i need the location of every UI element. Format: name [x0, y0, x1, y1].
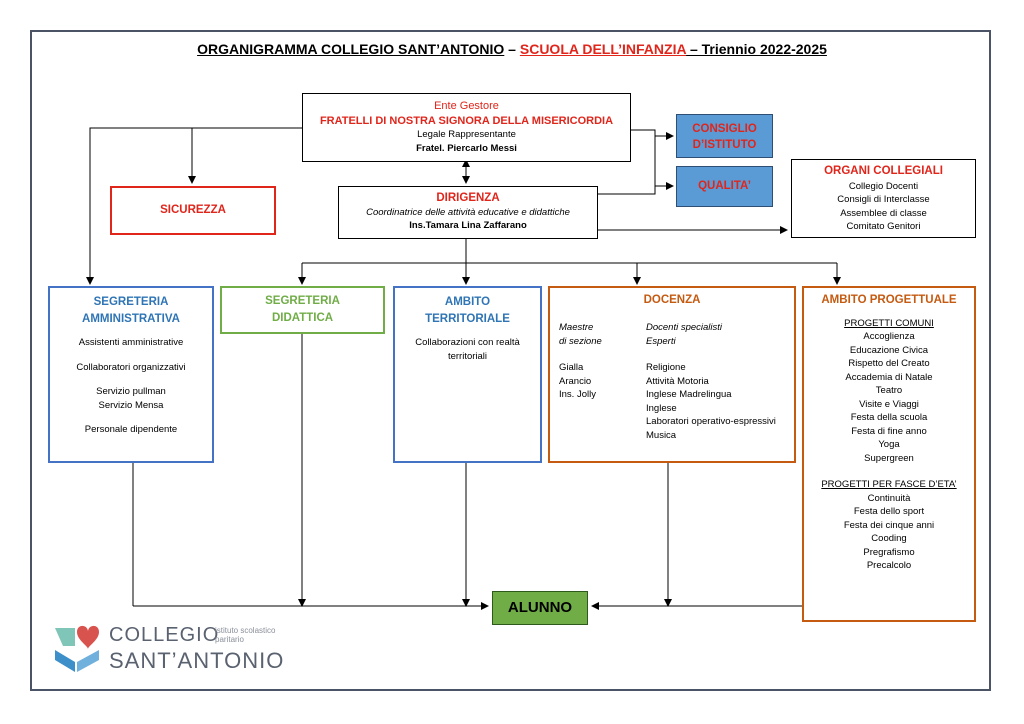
segr-did-title2: DIDATTICA	[271, 312, 334, 324]
ambito-progettuale-box: AMBITO PROGETTUALE PROGETTI COMUNI Accog…	[802, 286, 976, 622]
ambito-terr-text: Collaborazioni con realtà	[415, 337, 520, 348]
docenza-right-item: Religione	[646, 362, 686, 373]
segr-amm-item: Collaboratori organizzativi	[76, 361, 186, 373]
segr-amm-title2: AMMINISTRATIVA	[82, 313, 180, 325]
docenza-left-head: Maestre	[559, 322, 594, 333]
qualita-box: QUALITA’	[676, 166, 773, 207]
progetto-item: Accoglienza	[863, 331, 915, 342]
logo-tag1: istituto scolastico	[215, 626, 276, 635]
progetti-fasce-heading: PROGETTI PER FASCE D’ETA’	[821, 479, 957, 490]
progetto-item: Supergreen	[864, 452, 914, 464]
organi-item: Comitato Genitori	[846, 221, 921, 232]
progetto-fascia-item: Cooding	[871, 533, 907, 544]
collegio-logo: COLLEGIO SANT’ANTONIO istituto scolastic…	[55, 622, 295, 678]
organi-collegiali-box: ORGANI COLLEGIALI Collegio Docenti Consi…	[791, 159, 976, 238]
segreteria-didattica-box: SEGRETERIA DIDATTICA	[220, 286, 385, 334]
ente-label: Ente Gestore	[434, 100, 499, 112]
docenza-right-item: Musica	[646, 429, 677, 441]
logo-emblem-icon	[55, 625, 99, 672]
docenza-right-head: Esperti	[646, 335, 676, 347]
ente-role: Legale Rappresentante	[417, 129, 516, 140]
segr-amm-item: Servizio Mensa	[98, 399, 164, 411]
organi-item: Consigli di Interclasse	[837, 194, 930, 205]
dirigenza-box: DIRIGENZA Coordinatrice delle attività e…	[338, 186, 598, 239]
progetti-comuni-heading: PROGETTI COMUNI	[844, 317, 934, 329]
docenza-left-item: Ins. Jolly	[559, 389, 596, 400]
progetto-fascia-item: Pregrafismo	[863, 546, 915, 558]
docenza-right-col: Docenti specialisti Esperti Religione At…	[646, 321, 776, 442]
sicurezza-label: SICUREZZA	[160, 204, 226, 216]
docenza-right-item: Inglese	[646, 402, 677, 414]
docenza-right-item: Inglese Madrelingua	[646, 389, 732, 400]
progetto-item: Rispetto del Creato	[848, 358, 930, 369]
dirigenza-subtitle: Coordinatrice delle attività educative e…	[366, 206, 570, 218]
progettuale-title: AMBITO PROGETTUALE	[821, 294, 957, 306]
organi-title: ORGANI COLLEGIALI	[824, 165, 943, 177]
docenza-left-item: Gialla	[559, 362, 584, 373]
ente-person: Fratel. Piercarlo Messi	[416, 142, 517, 154]
dirigenza-person: Ins.Tamara Lina Zaffarano	[409, 220, 527, 231]
progetto-item: Festa di fine anno	[851, 425, 927, 437]
ambito-territoriale-box: AMBITO TERRITORIALE Collaborazioni con r…	[393, 286, 542, 463]
docenza-right-item: Laboratori operativo-espressivi	[646, 416, 776, 427]
consiglio-line2: D’ISTITUTO	[692, 139, 757, 151]
progetto-item: Educazione Civica	[849, 344, 929, 356]
organi-item: Assemblee di classe	[840, 207, 927, 219]
consiglio-istituto-box: CONSIGLIO D’ISTITUTO	[676, 114, 773, 158]
progetto-item: Visite e Viaggi	[859, 398, 919, 410]
docenza-right-item: Attività Motoria	[646, 375, 709, 387]
progetto-fascia-item: Festa dei cinque anni	[843, 519, 935, 531]
ambito-terr-title2: TERRITORIALE	[425, 313, 510, 325]
alunno-box: ALUNNO	[492, 591, 588, 625]
segr-amm-item: Assistenti amministrative	[78, 337, 184, 348]
ambito-terr-title1: AMBITO	[444, 296, 491, 308]
logo-word2: SANT’ANTONIO	[109, 648, 285, 673]
docenza-left-item: Arancio	[559, 375, 592, 387]
progetto-fascia-item: Precalcolo	[866, 560, 912, 571]
segr-amm-item: Servizio pullman	[96, 386, 166, 397]
segr-amm-title1: SEGRETERIA	[93, 296, 169, 308]
progetto-item: Festa della scuola	[850, 412, 928, 423]
logo-tag2: paritario	[215, 635, 244, 644]
logo-tagline: istituto scolastico paritario	[215, 626, 275, 644]
ente-gestore-box: Ente Gestore FRATELLI DI NOSTRA SIGNORA …	[302, 93, 631, 162]
docenza-box: DOCENZA Maestre di sezione Gialla Aranci…	[548, 286, 796, 463]
alunno-label: ALUNNO	[507, 599, 573, 616]
progetto-item: Yoga	[878, 439, 900, 450]
docenza-left-head: di sezione	[559, 335, 602, 347]
progetto-fascia-item: Festa dello sport	[853, 506, 925, 517]
qualita-label: QUALITA’	[698, 180, 751, 192]
progetto-item: Teatro	[875, 385, 903, 396]
ente-name: FRATELLI DI NOSTRA SIGNORA DELLA MISERIC…	[319, 114, 614, 127]
sicurezza-box: SICUREZZA	[110, 186, 276, 235]
page-frame	[30, 30, 991, 691]
segreteria-amministrativa-box: SEGRETERIA AMMINISTRATIVA Assistenti amm…	[48, 286, 214, 463]
progetto-fascia-item: Continuità	[867, 492, 911, 504]
consiglio-line1: CONSIGLIO	[692, 123, 757, 135]
docenza-title: DOCENZA	[643, 294, 701, 306]
docenza-right-head: Docenti specialisti	[646, 322, 723, 333]
organi-item: Collegio Docenti	[848, 180, 919, 192]
dirigenza-title: DIRIGENZA	[436, 192, 500, 204]
logo-word1: COLLEGIO	[109, 624, 220, 646]
progetto-item: Accademia di Natale	[845, 371, 933, 383]
segr-amm-item: Personale dipendente	[84, 424, 178, 435]
segr-did-title1: SEGRETERIA	[265, 295, 340, 307]
docenza-left-col: Maestre di sezione Gialla Arancio Ins. J…	[559, 321, 602, 402]
ambito-terr-text: territoriali	[447, 350, 488, 362]
page-title: ORGANIGRAMMA COLLEGIO SANT’ANTONIO – SCU…	[197, 41, 827, 57]
